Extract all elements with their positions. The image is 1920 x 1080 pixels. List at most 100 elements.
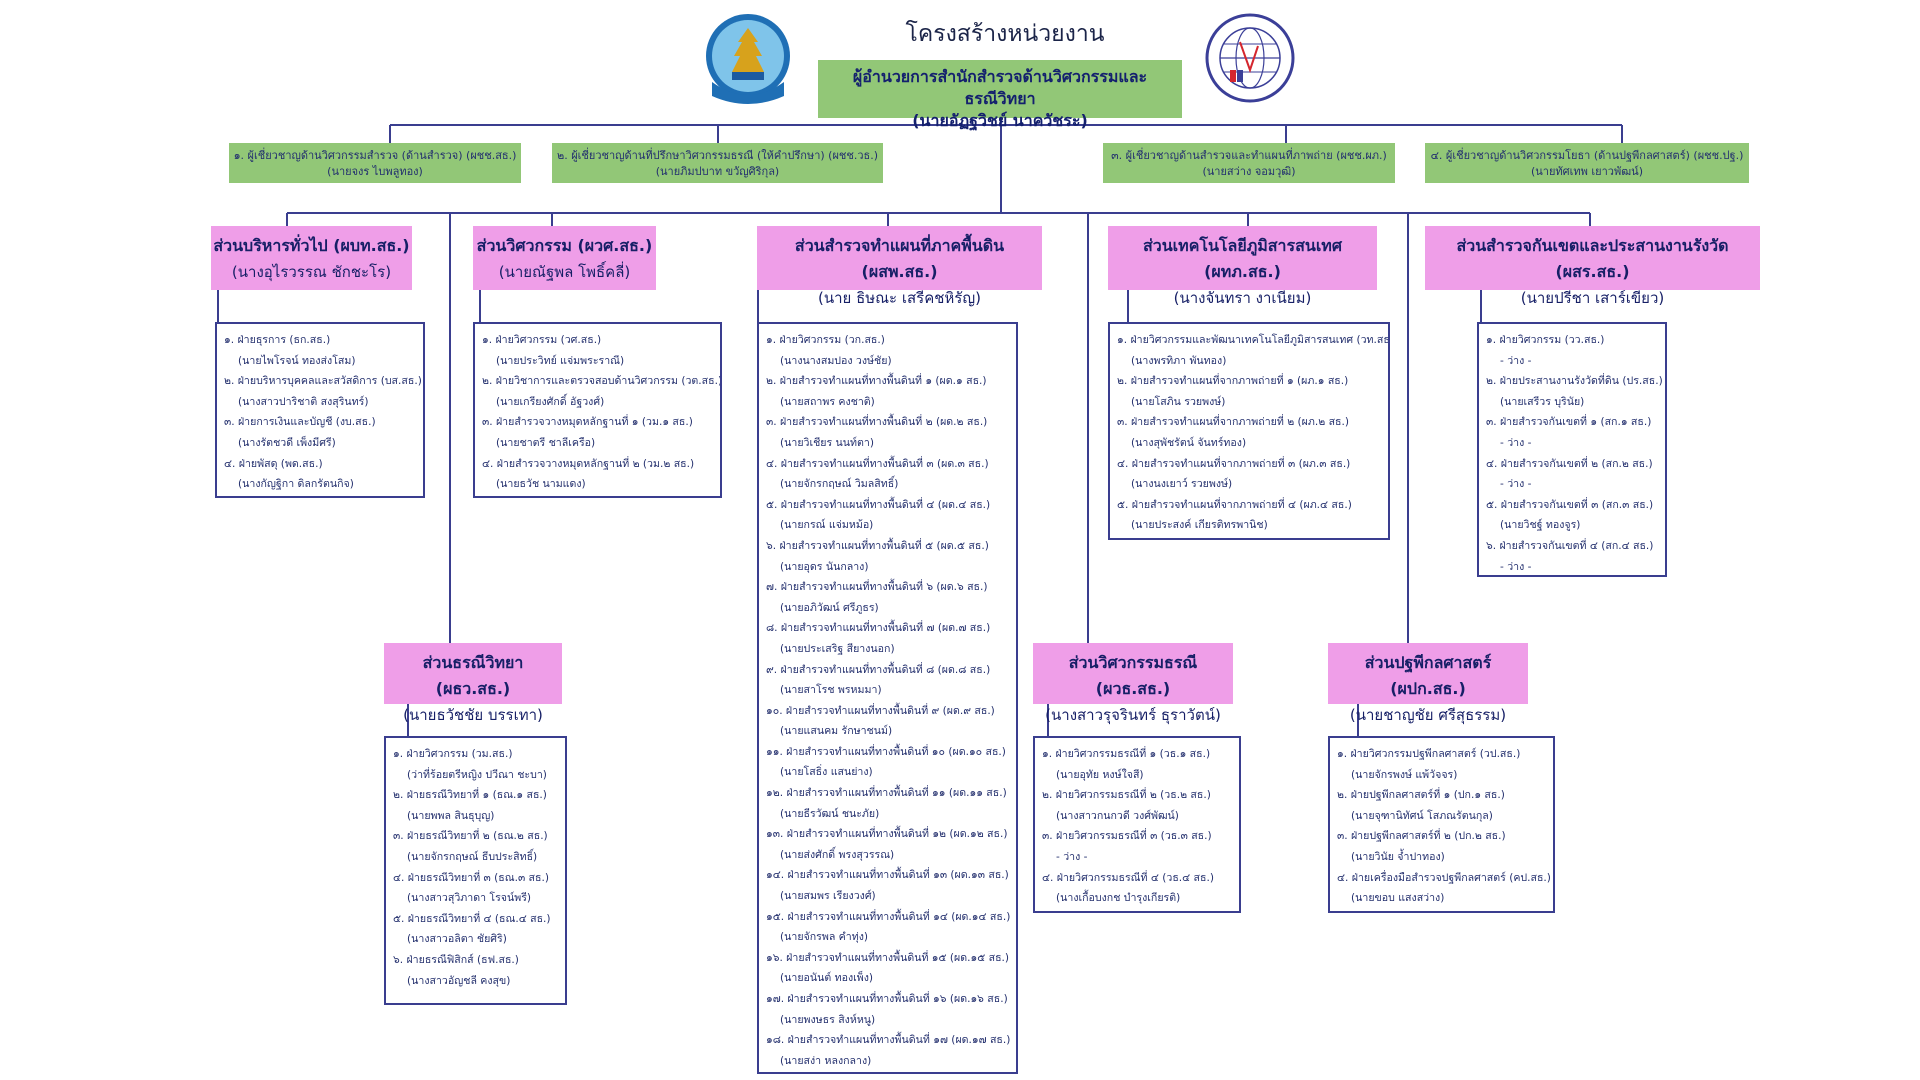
unit-name: ๒. ฝ่ายวิศวกรรมธรณีที่ ๒ (วธ.๒ สธ.) (1042, 789, 1211, 802)
expert-name: (นายทัศเทพ เยาวพัฒน์) (1531, 165, 1643, 178)
unit-head: (นางรัตชวดี เพ็งมีศรี) (238, 436, 336, 449)
unit-head: (นายวิชฐ์ ทองจูร) (1500, 519, 1581, 532)
unit-head: (นางพรทิภา พันทอง) (1131, 354, 1227, 367)
unit-name: ๑๑. ฝ่ายสำรวจทำแผนที่ทางพื้นดินที่ ๑๐ (ผ… (766, 745, 1006, 758)
unit-name: ๗. ฝ่ายสำรวจทำแผนที่ทางพื้นดินที่ ๖ (ผด.… (766, 581, 988, 594)
unit-list-geotechnical-engineering: ๑. ฝ่ายวิศวกรรมธรณีที่ ๑ (วธ.๑ สธ.) (นายอ… (1033, 736, 1241, 913)
unit-head: (นางกัญฐิกา ดิลกรัตนกิจ) (238, 478, 354, 491)
survey-bureau-logo (1204, 12, 1296, 104)
unit-list-soil-mechanics: ๑. ฝ่ายวิศวกรรมปฐพีกลศาสตร์ (วป.สธ.) (นาย… (1328, 736, 1555, 913)
unit-name: ๑. ฝ่ายวิศวกรรมธรณีที่ ๑ (วธ.๑ สธ.) (1042, 748, 1211, 760)
unit-head: (นางนงเยาว์ รวยพงษ์) (1131, 478, 1233, 491)
unit-list-admin: ๑. ฝ่ายธุรการ (ธก.สธ.) (นายไพโรจน์ ทองส่ง… (215, 322, 425, 498)
unit-head: (นายกรณ์ แจ่มหม้อ) (780, 519, 874, 532)
unit-name: ๒. ฝ่ายสำรวจทำแผนที่ทางพื้นดินที่ ๑ (ผด.… (766, 375, 987, 388)
unit-name: ๑. ฝ่ายวิศวกรรมปฐพีกลศาสตร์ (วป.สธ.) (1337, 748, 1521, 760)
unit-head: - ว่าง - (1500, 354, 1532, 367)
expert-name: (นายภิมปบาท ขวัญศิริกุล) (655, 165, 780, 178)
division-engineering: ส่วนวิศวกรรม (ผวศ.สธ.) (นายณัฐพล โพธิ์คล… (473, 226, 656, 290)
seal-emblem-icon (706, 14, 790, 104)
unit-name: ๑๔. ฝ่ายสำรวจทำแผนที่ทางพื้นดินที่ ๑๓ (ผ… (766, 869, 1009, 882)
division-title: ส่วนสำรวจทำแผนที่ภาคพื้นดิน (ผสพ.สธ.) (794, 236, 1005, 281)
division-head: (นาย ธิษณะ เสรีคชหิรัญ) (817, 289, 981, 307)
division-head: (นายปรีชา เสาร์เขียว) (1520, 289, 1665, 307)
division-title: ส่วนปฐพีกลศาสตร์ (ผปก.สธ.) (1364, 653, 1492, 698)
unit-head: - ว่าง - (1500, 436, 1532, 449)
unit-head: (ว่าที่ร้อยตรีหญิง ปวีณา ชะบา) (407, 768, 547, 781)
unit-head: (นายสถาพร คงชาติ) (780, 395, 875, 408)
unit-head: (นายพพล สินธุบุญ) (407, 809, 495, 822)
unit-head: (นายสมพร เรียงวงศ์) (780, 890, 876, 903)
unit-list-ground-survey: ๑. ฝ่ายวิศวกรรม (วก.สธ.)(นางนางสมปอง วงษ… (757, 322, 1018, 1074)
division-geoinformatics: ส่วนเทคโนโลยีภูมิสารสนเทศ (ผทภ.สธ.) (นาง… (1108, 226, 1377, 307)
unit-head: - ว่าง - (1056, 850, 1088, 863)
unit-name: ๑. ฝ่ายวิศวกรรม (วม.สธ.) (393, 748, 513, 760)
unit-name: ๓. ฝ่ายวิศวกรรมธรณีที่ ๓ (วธ.๓ สธ.) (1042, 830, 1212, 843)
unit-head: - ว่าง - (1500, 478, 1532, 491)
unit-name: ๔. ฝ่ายสำรวจวางหมุดหลักฐานที่ ๒ (วม.๒ สธ… (482, 457, 695, 470)
unit-head: (นายส่งศักดิ์ พรงสุวรรณ) (780, 848, 895, 861)
division-title: ส่วนสำรวจกันเขตและประสานงานรังวัด (ผสร.ส… (1456, 236, 1729, 281)
unit-name: ๔. ฝ่ายวิศวกรรมธรณีที่ ๔ (วธ.๔ สธ.) (1042, 871, 1214, 884)
unit-head: (นายพงษธร สิงห์หนู) (780, 1013, 876, 1026)
unit-head: (นางสาวปาริชาติ สงสุรินทร์) (238, 395, 369, 408)
unit-name: ๑๗. ฝ่ายสำรวจทำแผนที่ทางพื้นดินที่ ๑๖ (ผ… (766, 993, 1008, 1005)
unit-head: (นายจักรพล คำทุ่ง) (780, 931, 869, 944)
page-title: โครงสร้างหน่วยงาน (905, 21, 1105, 47)
division-admin: ส่วนบริหารทั่วไป (ผบท.สธ.) (นางอุไรวรรณ … (211, 226, 412, 290)
unit-name: ๑. ฝ่ายวิศวกรรม (วก.สธ.) (766, 334, 885, 346)
unit-name: ๑๓. ฝ่ายสำรวจทำแผนที่ทางพื้นดินที่ ๑๒ (ผ… (766, 828, 1008, 841)
unit-name: ๑๘. ฝ่ายสำรวจทำแผนที่ทางพื้นดินที่ ๑๗ (ผ… (766, 1034, 1011, 1047)
unit-name: ๒. ฝ่ายปฐพีกลศาสตร์ที่ ๑ (ปก.๑ สธ.) (1337, 789, 1505, 802)
unit-head: (นายอุทัย หงษ์ใจสี) (1056, 768, 1144, 781)
unit-head: (นายจักรกฤษณ์ วิมลสิทธิ์) (780, 478, 899, 491)
division-geotechnical-engineering: ส่วนวิศวกรรมธรณี (ผวธ.สธ.) (นางสาวรุจริน… (1033, 643, 1233, 724)
unit-head: (นายขอบ แสงสว่าง) (1351, 892, 1445, 905)
unit-head: (นางสาวอัญชลี คงสุข) (407, 974, 511, 987)
unit-name: ๑๖. ฝ่ายสำรวจทำแผนที่ทางพื้นดินที่ ๑๕ (ผ… (766, 951, 1010, 964)
unit-head: (นายประสงค์ เกียรติทรพานิช) (1131, 519, 1268, 532)
unit-head: (นายอภิวัฒน์ ศรีภูธร) (780, 601, 879, 614)
unit-name: ๑. ฝ่ายวิศวกรรม (วศ.สธ.) (482, 334, 602, 346)
unit-name: ๕. ฝ่ายธรณีวิทยาที่ ๔ (ธณ.๔ สธ.) (393, 912, 551, 925)
unit-name: ๔. ฝ่ายสำรวจกันเขตที่ ๒ (สก.๒ สธ.) (1486, 457, 1653, 470)
unit-head: (นางเกื้อบงกช บำรุงเกียรติ) (1056, 892, 1181, 905)
unit-name: ๑. ฝ่ายธุรการ (ธก.สธ.) (224, 334, 331, 346)
unit-name: ๕. ฝ่ายสำรวจทำแผนที่จากภาพถ่ายที่ ๔ (ผภ.… (1117, 498, 1352, 511)
division-head: (นางอุไรวรรณ ชักชะโร) (231, 263, 392, 281)
expert-name: (นายจงร ไบพลูทอง) (327, 165, 423, 178)
unit-name: ๔. ฝ่ายสำรวจทำแผนที่ทางพื้นดินที่ ๓ (ผด.… (766, 457, 989, 470)
division-ground-survey: ส่วนสำรวจทำแผนที่ภาคพื้นดิน (ผสพ.สธ.) (น… (757, 226, 1042, 307)
division-title: ส่วนวิศวกรรมธรณี (ผวธ.สธ.) (1068, 653, 1198, 698)
unit-head: (นายจักรพงษ์ แพ้วัจจร) (1351, 768, 1458, 781)
unit-head: (นางสาวสุวิภาดา โรจน์พรี) (407, 892, 532, 905)
unit-name: ๑. ฝ่ายวิศวกรรม (วว.สธ.) (1486, 334, 1605, 346)
globe-emblem-icon (1205, 13, 1295, 103)
division-soil-mechanics: ส่วนปฐพีกลศาสตร์ (ผปก.สธ.) (นายชาญชัย ศร… (1328, 643, 1528, 724)
unit-name: ๓. ฝ่ายสำรวจทำแผนที่จากภาพถ่ายที่ ๒ (ผภ.… (1117, 416, 1350, 429)
unit-name: ๒. ฝ่ายวิชาการและตรวจสอบด้านวิศวกรรม (วต… (482, 375, 722, 388)
unit-name: ๖. ฝ่ายธรณีฟิสิกส์ (ธฟ.สธ.) (393, 953, 519, 966)
unit-head: (นายวิเชียร นนท์ตา) (780, 436, 874, 449)
unit-name: ๑๒. ฝ่ายสำรวจทำแผนที่ทางพื้นดินที่ ๑๑ (ผ… (766, 787, 1007, 800)
unit-name: ๔. ฝ่ายเครื่องมือสำรวจปฐพีกลศาสตร์ (คป.ส… (1337, 871, 1551, 884)
unit-head: (นายประเสริฐ สียางนอก) (780, 642, 895, 655)
division-head: (นางสาวรุจรินทร์ ธุราวัตน์) (1045, 706, 1221, 724)
expert-title: ๔. ผู้เชี่ยวชาญด้านวิศวกรรมโยธา (ด้านปฐพ… (1430, 149, 1744, 162)
expert-box-3: ๓. ผู้เชี่ยวชาญด้านสำรวจและทำแผนที่ภาพถ่… (1103, 143, 1395, 183)
unit-head: (นายไพโรจน์ ทองส่งโสม) (238, 354, 356, 367)
unit-name: ๓. ฝ่ายสำรวจกันเขตที่ ๑ (สก.๑ สธ.) (1486, 416, 1652, 429)
unit-list-geoinformatics: ๑. ฝ่ายวิศวกรรมและพัฒนาเทคโนโลยีภูมิสารส… (1108, 322, 1390, 540)
unit-head: (นายเกรียงศักดิ์ อัฐวงศ์) (496, 395, 605, 408)
division-head: (นายณัฐพล โพธิ์คลี่) (498, 263, 631, 281)
director-name: (นายอัฏฐวิชย์ นาควัชระ) (912, 111, 1088, 130)
unit-head: (นางสาวอลิตา ชัยศิริ) (407, 933, 507, 946)
expert-box-2: ๒. ผู้เชี่ยวชาญด้านที่ปรึกษาวิศวกรรมธรณี… (552, 143, 883, 183)
expert-title: ๓. ผู้เชี่ยวชาญด้านสำรวจและทำแผนที่ภาพถ่… (1111, 149, 1387, 162)
unit-name: ๓. ฝ่ายสำรวจทำแผนที่ทางพื้นดินที่ ๒ (ผด.… (766, 416, 988, 429)
unit-head: - ว่าง - (1500, 560, 1532, 573)
unit-head: (นายแสนคม รักษาชนม์) (780, 725, 893, 738)
unit-head: (นายสาโรช พรหมมา) (780, 684, 882, 697)
unit-head: (นายธวัช นามแดง) (496, 478, 586, 491)
unit-name: ๑๐. ฝ่ายสำรวจทำแผนที่ทางพื้นดินที่ ๙ (ผด… (766, 704, 995, 717)
